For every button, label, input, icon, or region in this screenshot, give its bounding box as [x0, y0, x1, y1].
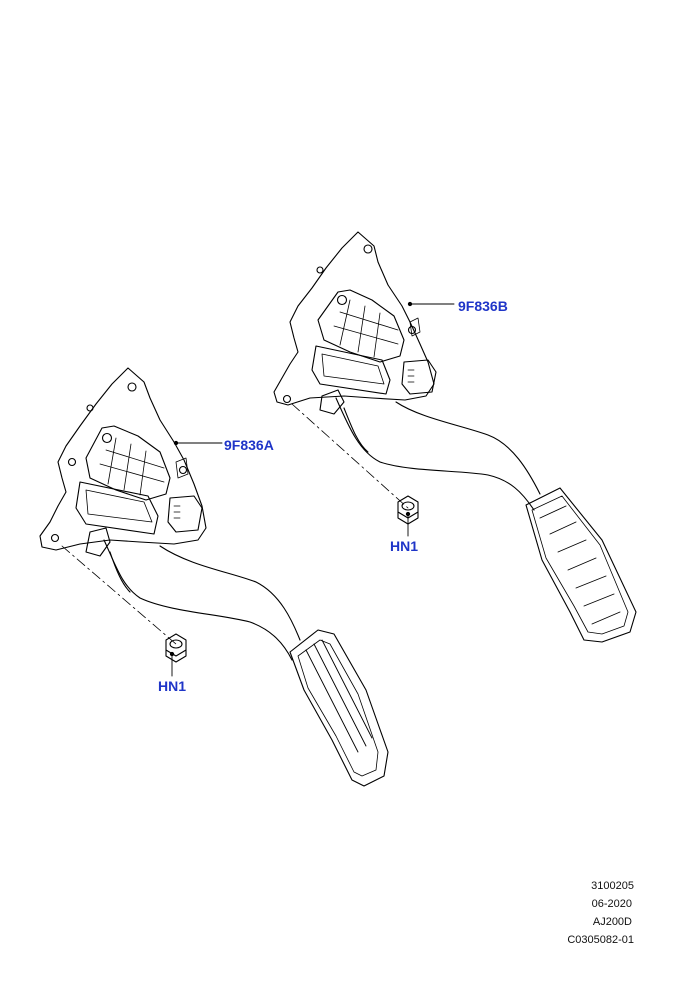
- pedal-assembly-9f836a: [39, 367, 389, 787]
- pedal-a-sensor-module: [75, 481, 159, 535]
- callout-9f836b[interactable]: 9F836B: [458, 298, 508, 314]
- pedal-b-pivot-lug: [319, 389, 345, 415]
- pedal-a-bracket-hole-top: [127, 382, 137, 392]
- pedal-b-housing-ribs: [333, 299, 399, 358]
- pedal-a-mounting-bracket: [39, 367, 207, 551]
- pedal-a-pivot-lug: [85, 527, 111, 557]
- pedal-a-fastener-axis: [61, 545, 177, 645]
- pedal-a-housing-ribs: [99, 437, 165, 496]
- pedal-b-arm: [335, 397, 535, 511]
- pedal-a-housing-bolt: [101, 432, 113, 444]
- pedal-a-bracket-hole-left: [67, 457, 77, 467]
- pedal-a-stud: [86, 404, 94, 412]
- pedal-b-housing-bolt: [336, 294, 348, 306]
- pedal-b-connector: [401, 359, 437, 395]
- pedal-a-bracket-hole-lower: [50, 533, 60, 543]
- pedal-b-bracket-hole-top: [363, 244, 373, 254]
- pedal-a-arm: [103, 539, 293, 661]
- pedal-a-connector: [167, 495, 203, 533]
- pedal-b-stud: [316, 266, 324, 274]
- nut-hn1-lower: [165, 633, 187, 663]
- pedal-a-inner-housing: [85, 425, 171, 501]
- callout-9f836a[interactable]: 9F836A: [224, 437, 274, 453]
- reference-date: 06-2020: [591, 898, 632, 910]
- pedal-a-pad: [289, 629, 389, 787]
- pedal-assembly-9f836b: [273, 231, 637, 643]
- pedal-b-mounting-bracket: [273, 231, 435, 406]
- pedal-b-pad: [525, 487, 637, 643]
- reference-illustration-id: C0305082-01: [567, 934, 634, 946]
- pedal-b-pad-ribs: [539, 505, 621, 625]
- callout-hn1-upper[interactable]: HN1: [390, 538, 419, 554]
- pedal-a-pad-ribs: [305, 639, 373, 753]
- pedal-b-bracket-hole-left: [282, 394, 292, 404]
- pedal-b-sensor-module: [311, 345, 391, 395]
- pedal-b-inner-housing: [317, 289, 405, 363]
- pedal-a-bracket-hole-right: [178, 465, 188, 475]
- reference-model-code: AJ200D: [592, 916, 632, 928]
- pedal-b-fastener-axis: [291, 403, 409, 509]
- reference-number: 3100205: [591, 880, 634, 892]
- callout-hn1-lower[interactable]: HN1: [158, 678, 187, 694]
